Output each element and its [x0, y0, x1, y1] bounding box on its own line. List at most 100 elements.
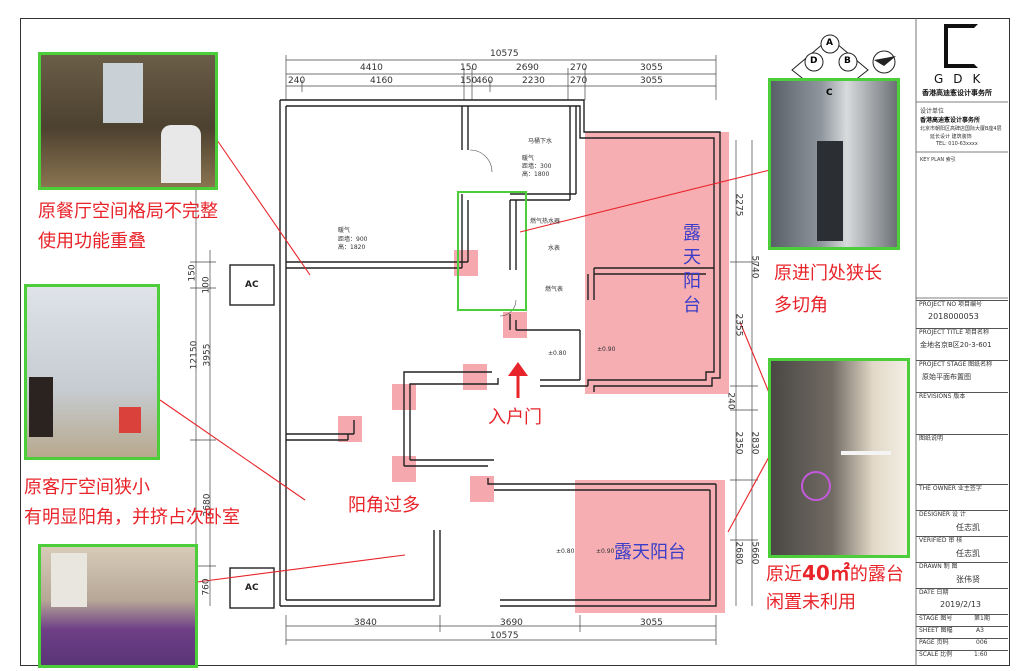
label-level-d: ±0.90 [596, 548, 615, 555]
photo-table [841, 451, 891, 455]
designer-label: DESIGNER 设 计 [919, 511, 966, 518]
photo-person [161, 125, 201, 183]
dim-top-3b: 4160 [370, 76, 393, 86]
project-no-label: PROJECT NO 项目编号 [919, 301, 982, 308]
note-entrance: 入户门 [488, 407, 542, 428]
balcony-label-top: 露天阳台 [683, 223, 701, 316]
revisions-label: REVISIONS 版本 [919, 393, 966, 400]
dim-top-2a: 4410 [360, 63, 383, 73]
note-entry-line2: 多切角 [774, 295, 828, 316]
note-dining-line1: 原餐厅空间格局不完整 [38, 201, 218, 222]
dim-total-top: 10575 [490, 49, 519, 59]
project-no-row: PROJECT NO 项目编号 [916, 300, 1008, 326]
dim-top-2d: 270 [570, 63, 588, 73]
dim-top-2c: 2690 [516, 63, 539, 73]
dim-right-c: 2355 [733, 313, 744, 337]
compass-a: A [826, 38, 833, 48]
drawn-row: DRAWN 制 图 [916, 562, 1008, 586]
note-living-line2: 有明显阳角，并挤占次卧室 [24, 507, 240, 528]
dim-top-3g: 3055 [640, 76, 663, 86]
verified-row: VERIFIED 审 核 [916, 536, 1008, 560]
label-heating2-a: 暖气 [338, 227, 351, 234]
notes-label: 图纸说明 [919, 435, 944, 442]
note-entry-line1: 原进门处狭长 [774, 263, 882, 284]
project-stage-label: PROJECT STAGE 图纸名称 [919, 361, 993, 368]
compass-c: C [826, 88, 833, 98]
dim-left-f: 760 [201, 578, 212, 596]
label-heating1-a: 暖气 [522, 155, 535, 162]
label-heating1-c: 高：1800 [522, 171, 550, 178]
project-no: 2018000053 [928, 312, 979, 321]
note-balcony-line1: 原近40㎡的露台 [766, 560, 904, 588]
walls [279, 99, 721, 607]
right-dimension-lines [730, 140, 758, 606]
ac-label-bottom: AC [245, 583, 259, 593]
label-water-meter: 水表 [548, 245, 561, 252]
dim-right-d: 240 [725, 392, 736, 410]
dim-right-e: 2350 [733, 431, 744, 455]
photo-window [103, 63, 143, 123]
notes-row: 图纸说明 [916, 434, 1008, 482]
door-arcs [469, 149, 517, 317]
dim-top-2b: 150 [460, 63, 478, 73]
dim-bottom-1a: 3840 [354, 618, 377, 628]
dim-top-3c: 150 [460, 76, 478, 86]
scale-label: SCALE 比例 [919, 651, 953, 658]
sheet-value: A3 [976, 627, 984, 634]
page-value: 006 [976, 639, 988, 646]
dim-top-3d: 460 [476, 76, 494, 86]
dim-right-h: 5660 [749, 541, 760, 565]
owner-label: THE OWNER 业主签字 [919, 485, 982, 492]
dim-left-c: 3955 [202, 343, 213, 367]
label-gas: 燃气表 [545, 286, 564, 293]
dim-right-f: 2830 [749, 431, 760, 455]
date: 2019/2/13 [940, 600, 982, 609]
verified: 任志凯 [956, 549, 980, 558]
project-title-label: PROJECT TITLE 项目名称 [919, 329, 989, 336]
gdk-logo-icon [944, 24, 978, 68]
dim-top-3f: 270 [570, 76, 588, 86]
label-level-b: ±0.90 [597, 346, 616, 353]
photo-living-room [24, 284, 160, 460]
key-plan-label: KEY PLAN 索引 [920, 157, 956, 163]
ac-label-top: AC [245, 280, 259, 290]
owner-row: THE OWNER 业主签字 [916, 484, 1008, 508]
label-heating2-c: 高：1820 [338, 244, 366, 251]
verified-label: VERIFIED 审 核 [919, 537, 963, 544]
label-heating2-b: 距墙：900 [338, 236, 368, 243]
photo-balcony [768, 358, 910, 558]
phone: TEL: 010-63xxxx [936, 141, 978, 147]
dim-right-a: 2275 [733, 193, 744, 217]
stage-value: 第1期 [974, 615, 990, 622]
project-stage-row: PROJECT STAGE 图纸名称 [916, 360, 1008, 390]
project-stage: 原始平面布置图 [922, 373, 971, 381]
dim-bottom-1b: 3690 [500, 618, 523, 628]
ac-box-top [229, 264, 275, 306]
page-row: PAGE 页码 006 [916, 638, 1008, 650]
dim-bottom-total: 10575 [490, 631, 519, 641]
label-toilet: 马桶下水 [528, 138, 553, 145]
scale-row: SCALE 比例 1:60 [916, 650, 1008, 664]
web: 延长设计 建筑装饰 [930, 134, 972, 140]
revisions-row: REVISIONS 版本 [916, 392, 1008, 432]
page-label: PAGE 页码 [919, 639, 949, 646]
scale-value: 1:60 [974, 651, 988, 658]
dim-top-3a: 240 [288, 76, 306, 86]
compass-b: B [844, 56, 851, 66]
label-level-a: ±0.80 [548, 350, 567, 357]
note-balcony-line2: 闲置未利用 [766, 592, 856, 613]
designer-row: DESIGNER 设 计 [916, 510, 1008, 534]
designer: 任志凯 [956, 523, 980, 532]
compass-d: D [810, 56, 818, 66]
note-balcony-prefix: 原近 [766, 564, 802, 585]
photo-dining-room [38, 52, 218, 190]
address: 北京市朝阳区高碑店国际大厦B座4层 [920, 126, 1002, 132]
drawn: 张伟贤 [956, 575, 980, 584]
top-dimension-lines [285, 55, 717, 100]
dim-left-a: 150 [187, 264, 198, 282]
bottom-balcony-highlight [575, 480, 725, 613]
note-corners: 阳角过多 [348, 495, 420, 516]
entrance-arrow-icon [508, 362, 528, 398]
note-balcony-number: 40㎡ [802, 561, 850, 585]
drawn-label: DRAWN 制 图 [919, 563, 958, 570]
